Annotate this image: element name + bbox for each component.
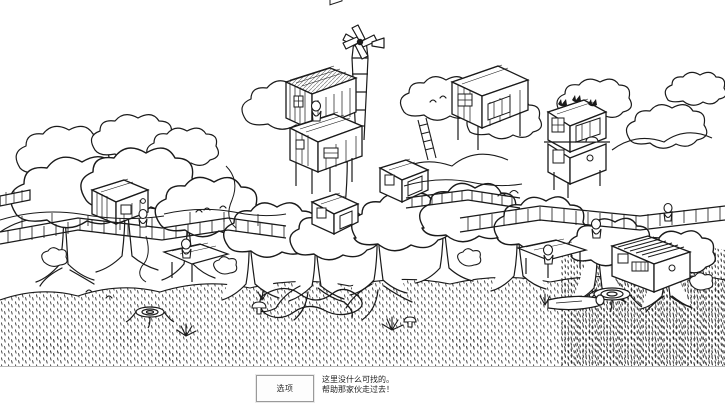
- striped-roof-shed: [610, 235, 692, 293]
- dialog-bar: [0, 366, 725, 409]
- narration-text: 这里没什么可找的。 帮助那家伙走过去！: [322, 375, 652, 395]
- tree-roots: [39, 267, 693, 321]
- birds: [85, 95, 519, 299]
- narration-line-2: 帮助那家伙走过去！: [322, 385, 394, 394]
- west-cabin: [90, 178, 150, 225]
- character-villager-a: [310, 100, 322, 122]
- northeast-house: [450, 64, 530, 150]
- scene-artwork: [0, 0, 725, 366]
- cat-figures: [558, 95, 597, 107]
- character-villager-b: [180, 238, 192, 259]
- plank-rope-bridges: [0, 179, 725, 245]
- tree-stumps: [125, 287, 643, 329]
- character-figures: [138, 100, 673, 265]
- character-villager-d: [663, 202, 673, 222]
- options-button[interactable]: 选项: [256, 375, 314, 402]
- ladders-and-ropes: [139, 117, 437, 283]
- center-lower-house: [288, 111, 364, 194]
- narration-line-1: 这里没什么可找的。: [322, 375, 394, 384]
- character-villager-c: [542, 244, 554, 265]
- scene-illustration[interactable]: [0, 0, 725, 366]
- mushrooms: [251, 136, 599, 328]
- character-walker: [590, 218, 602, 239]
- shrubs: [41, 247, 714, 291]
- center-left-hut: [310, 192, 360, 236]
- east-house-with-cats: [544, 95, 610, 198]
- character-villager-e: [138, 208, 148, 228]
- north-small-cabin: [378, 158, 430, 204]
